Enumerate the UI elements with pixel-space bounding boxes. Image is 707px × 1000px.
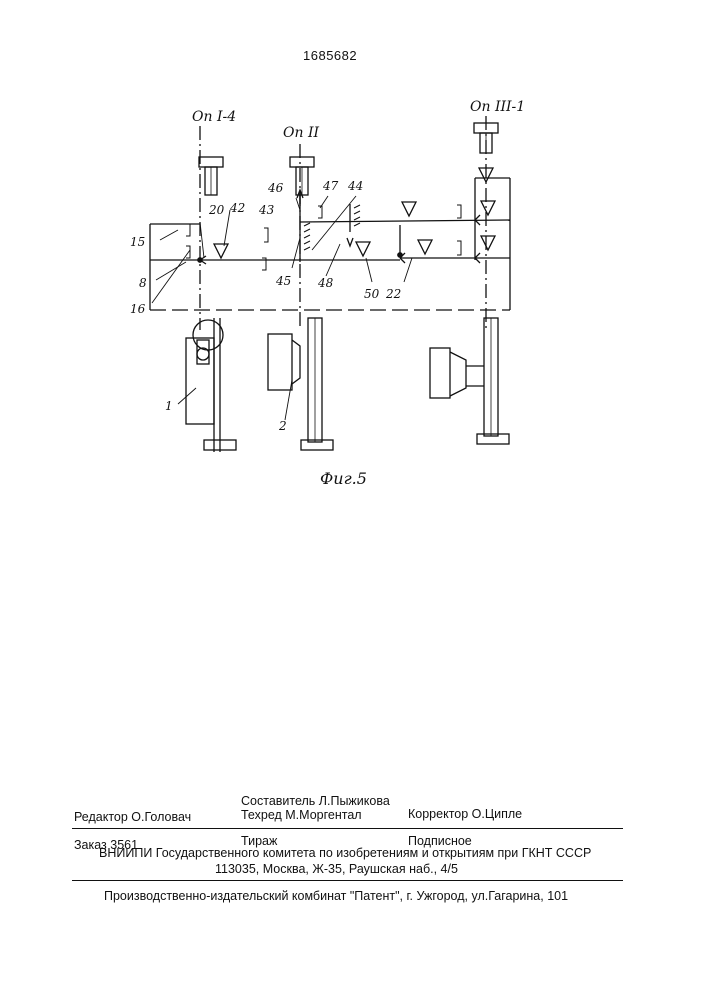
corrector-line: Корректор О.Ципле (408, 807, 522, 821)
figure-5-drawing: Оп I-4 Оп II Оп III-1 (0, 0, 707, 520)
callout-16: 16 (130, 302, 146, 316)
callout-15: 15 (130, 235, 145, 249)
callout-47: 47 (322, 179, 339, 193)
callout-45: 45 (275, 274, 291, 288)
op-label-1: Оп I-4 (192, 109, 236, 125)
org-line: ВНИИПИ Государственного комитета по изоб… (99, 846, 591, 860)
figure-caption: Фиг.5 (320, 469, 367, 488)
callout-43: 43 (258, 203, 275, 217)
op-label-3: Оп III-1 (470, 99, 525, 115)
compiler-line: Составитель Л.Пыжикова (241, 794, 390, 808)
techred-line: Техред М.Моргентал (241, 808, 362, 822)
callout-1: 1 (165, 399, 173, 413)
callout-20: 20 (208, 203, 225, 217)
editor-line: Редактор О.Головач (74, 810, 191, 824)
printer-line: Производственно-издательский комбинат "П… (104, 889, 568, 903)
divider-bottom (72, 880, 623, 881)
callout-2: 2 (278, 419, 287, 433)
callout-8: 8 (139, 276, 147, 290)
divider-top (72, 828, 623, 829)
callout-48: 48 (317, 276, 334, 290)
callout-46: 46 (267, 181, 284, 195)
address-line: 113035, Москва, Ж-35, Раушская наб., 4/5 (215, 862, 458, 876)
op-label-2: Оп II (283, 125, 319, 141)
callout-42: 42 (229, 201, 245, 215)
callout-44: 44 (347, 179, 363, 193)
callout-22: 22 (385, 287, 401, 301)
callout-50: 50 (364, 287, 380, 301)
